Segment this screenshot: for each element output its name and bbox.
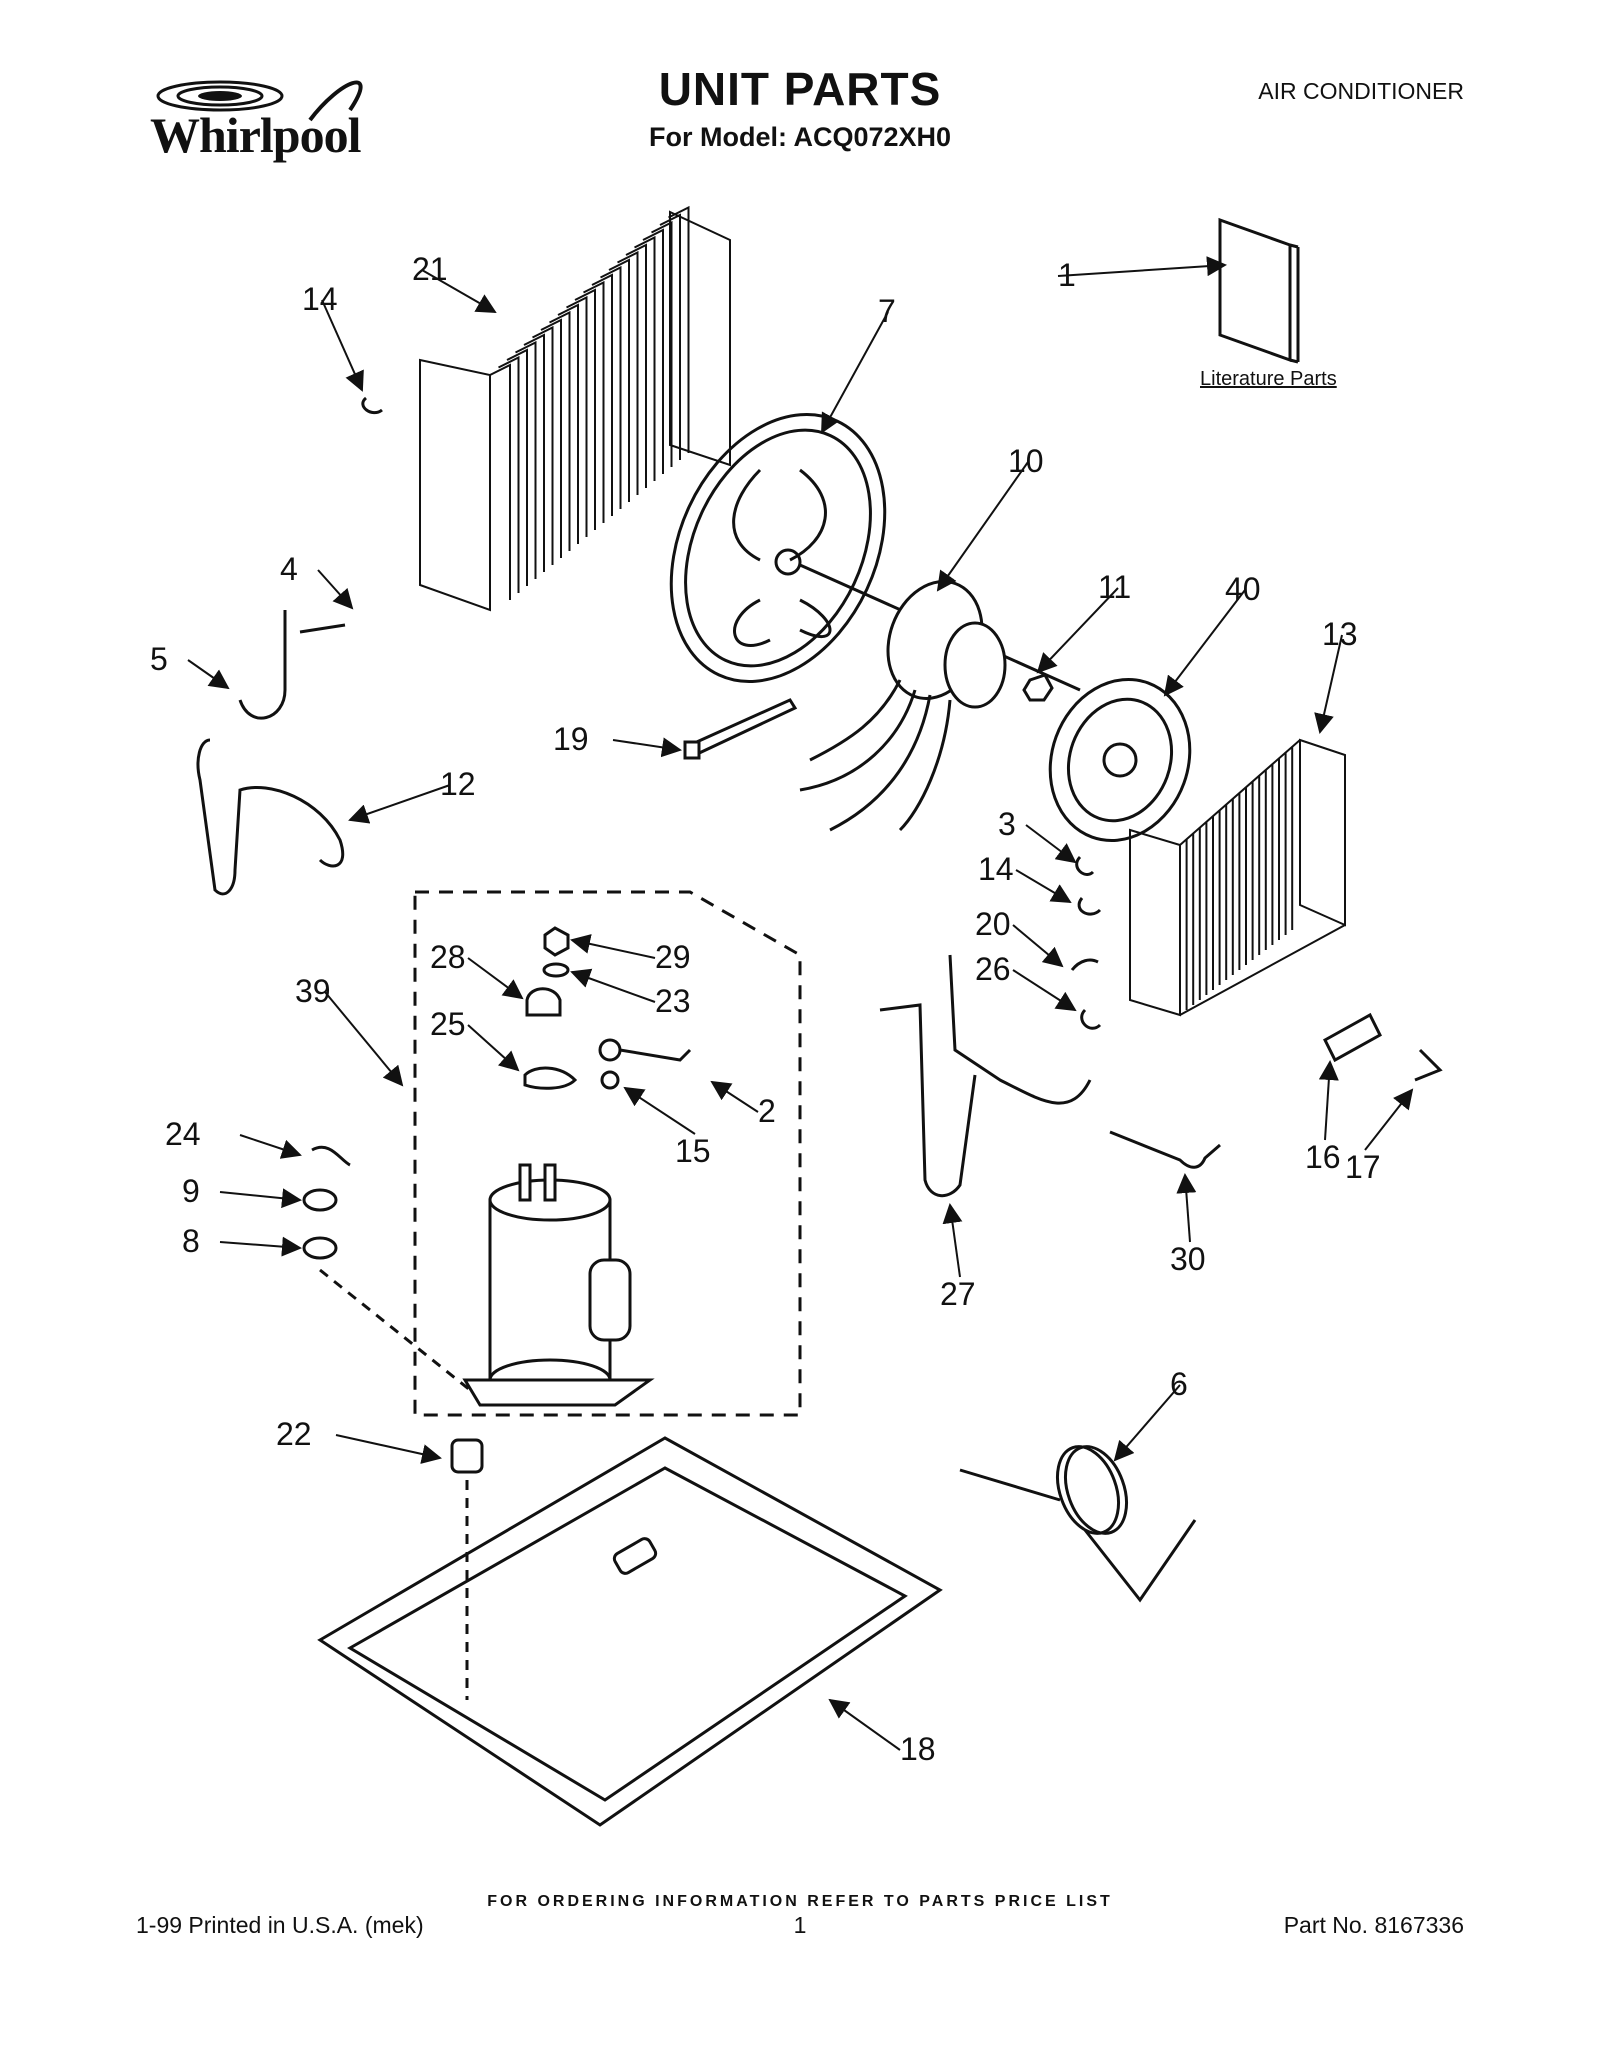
callout-label: 15 [675, 1133, 711, 1169]
blower-wheel [1048, 678, 1192, 842]
callout-label: 14 [978, 851, 1014, 887]
callout-label: 25 [430, 1006, 466, 1042]
callout-label: 19 [553, 721, 589, 757]
small-fittings-right [361, 396, 1102, 1030]
callout-leader-line [1163, 589, 1246, 697]
callout-leader-line [623, 1086, 696, 1135]
callout-label: 8 [182, 1223, 200, 1259]
callout-label: 10 [1008, 443, 1044, 479]
literature-booklet [1218, 217, 1300, 364]
callout-label: 5 [150, 641, 168, 677]
callout-label: 39 [295, 973, 331, 1009]
callout-leader-line [421, 269, 497, 313]
callout-label: 26 [975, 951, 1011, 987]
callout-leader-line [219, 1188, 302, 1209]
part-number: Part No. 8167336 [1283, 1912, 1464, 1938]
exploded-parts-diagram: Literature Parts [150, 205, 1443, 1827]
compressor [462, 1163, 655, 1407]
compressor-assembly-boundary [413, 890, 802, 1417]
fan-shroud [669, 413, 887, 683]
callout-leader-line [1176, 1173, 1197, 1243]
callout-leader-line [936, 461, 1029, 592]
callout-label: 27 [940, 1276, 976, 1312]
callout-label: 2 [758, 1093, 776, 1129]
callout-label: 22 [276, 1416, 312, 1452]
product-category: AIR CONDITIONER [1258, 78, 1464, 104]
callout-leader-line [1036, 587, 1119, 674]
print-info: 1-99 Printed in U.S.A. (mek) [136, 1912, 424, 1938]
whirlpool-swirl-icon [156, 80, 363, 122]
callout-leader-line [942, 1203, 963, 1278]
mounting-bracket [1323, 1012, 1443, 1082]
callout-label: 14 [302, 281, 338, 317]
callout-leader-line [1318, 1060, 1339, 1141]
callout-leader-line [1057, 256, 1227, 277]
motor-nut [1022, 673, 1054, 702]
callout-label: 11 [1098, 569, 1131, 605]
evaporator-coil [1129, 738, 1346, 1017]
page-title: UNIT PARTS [658, 63, 942, 115]
discharge-tube [879, 954, 1092, 1198]
base-pan [317, 1436, 943, 1827]
callout-leader-line [612, 737, 682, 758]
callout-leader-line [1364, 1088, 1414, 1151]
callout-leader-line [1012, 924, 1064, 968]
callout-label: 12 [440, 766, 476, 802]
callout-label: 7 [878, 293, 896, 329]
callout-leader-line [570, 934, 656, 959]
callout-leader-line [321, 299, 364, 392]
callout-leader-line [710, 1080, 759, 1113]
ordering-note: FOR ORDERING INFORMATION REFER TO PARTS … [487, 1893, 1113, 1910]
heater-wire [1109, 1130, 1221, 1169]
callout-label: 16 [1305, 1139, 1341, 1175]
callout-leader-line [1025, 824, 1077, 864]
callout-leader-line [348, 784, 451, 824]
callout-label: 18 [900, 1731, 936, 1767]
callout-leader-line [187, 659, 230, 690]
terminal-cover-parts [523, 926, 692, 1090]
mounting-grommets [302, 1145, 484, 1700]
callout-label: 9 [182, 1173, 200, 1209]
callout-leader-line [1314, 634, 1343, 734]
fan-motor [799, 563, 1081, 832]
callout-label: 23 [655, 983, 691, 1019]
callout-label: 29 [655, 939, 691, 975]
callout-label: 6 [1170, 1366, 1188, 1402]
callout-label: 28 [430, 939, 466, 975]
callout-label: 20 [975, 906, 1011, 942]
condenser-coil [419, 205, 731, 612]
page-number: 1 [793, 1912, 807, 1938]
heater-coil [959, 1445, 1197, 1603]
callout-leader-line [467, 1024, 520, 1072]
callout-leader-line [821, 311, 889, 434]
callout-label: 30 [1170, 1241, 1206, 1277]
callout-leader-line [239, 1134, 302, 1159]
callout-leader-line [570, 968, 656, 1003]
brand-name: Whirlpool [150, 107, 361, 163]
callout-label: 4 [280, 551, 298, 587]
model-subtitle: For Model: ACQ072XH0 [648, 122, 952, 152]
callout-leader-line [317, 569, 354, 610]
callout-leader-line [828, 1698, 901, 1751]
callout-leader-line [1012, 969, 1077, 1012]
literature-parts-label: Literature Parts [1200, 368, 1337, 390]
callout-leader-line [324, 991, 404, 1087]
callout-label: 24 [165, 1116, 201, 1152]
callout-label: 17 [1345, 1149, 1381, 1185]
capillary-tubes [196, 610, 346, 896]
callout-leader-line [335, 1434, 442, 1464]
callout-leader-line [219, 1236, 302, 1257]
wire-tie [683, 698, 798, 760]
callout-label: 40 [1225, 571, 1261, 607]
callout-label: 3 [998, 806, 1016, 842]
callout-leader-line [1113, 1384, 1181, 1462]
callout-leader-line [467, 957, 524, 1000]
callout-leader-line [1015, 869, 1072, 904]
